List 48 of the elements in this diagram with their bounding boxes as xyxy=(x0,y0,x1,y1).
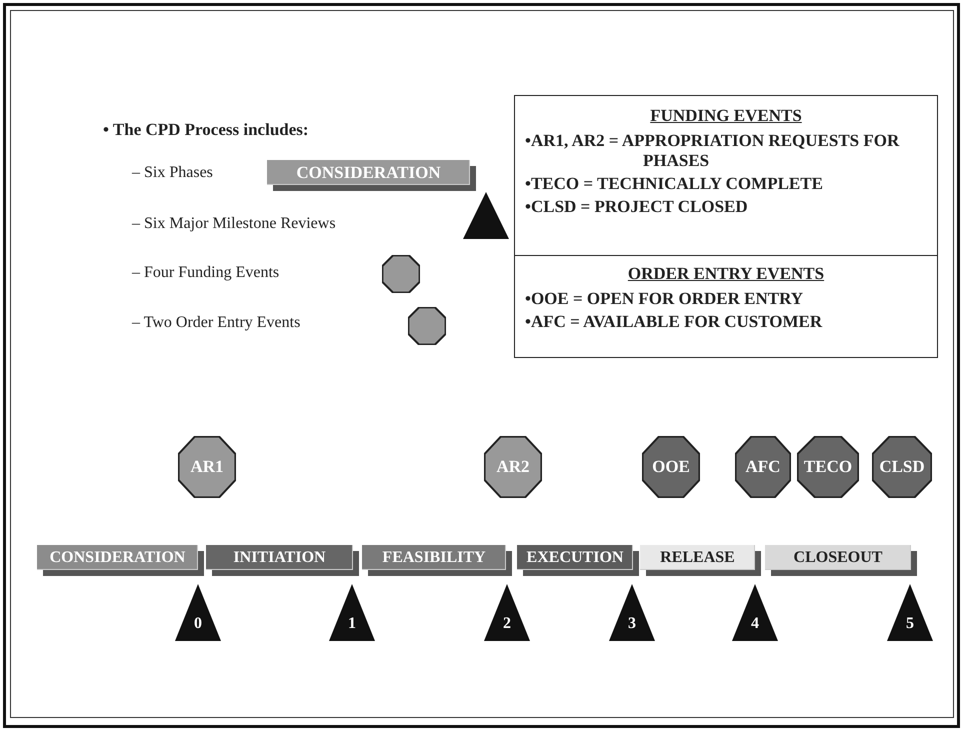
list-item: – Six Phases xyxy=(132,164,213,182)
octagon-symbol xyxy=(408,307,446,345)
milestone-number: 3 xyxy=(627,615,637,633)
milestone-triangle xyxy=(484,584,530,641)
funding-event-octagon xyxy=(797,436,859,498)
list-item: – Six Major Milestone Reviews xyxy=(132,215,336,233)
milestone-triangle xyxy=(887,584,933,641)
phase-bar: CONSIDERATION xyxy=(37,545,198,570)
milestone-number: 2 xyxy=(502,615,512,633)
octagon-label: OOE xyxy=(651,457,691,477)
triangle-symbol xyxy=(463,192,509,239)
milestone-number: 0 xyxy=(193,615,203,633)
definition-line: •OOE = OPEN FOR ORDER ENTRY xyxy=(525,289,804,309)
phase-bar: CONSIDERATION xyxy=(267,160,470,185)
octagon-label: AR2 xyxy=(495,457,531,477)
funding-event-octagon xyxy=(642,436,700,498)
definition-line: •AFC = AVAILABLE FOR CUSTOMER xyxy=(525,312,824,332)
panel-heading: ORDER ENTRY EVENTS xyxy=(626,264,826,284)
octagon-label: TECO xyxy=(802,457,854,477)
funding-event-octagon xyxy=(178,436,236,498)
phase-bar: RELEASE xyxy=(640,545,755,570)
milestone-number: 1 xyxy=(347,615,357,633)
milestone-triangle xyxy=(609,584,655,641)
definition-line: •CLSD = PROJECT CLOSED xyxy=(525,197,749,217)
funding-event-octagon xyxy=(872,436,932,498)
phase-bar: EXECUTION xyxy=(517,545,633,570)
definition-line: •AR1, AR2 = APPROPRIATION REQUESTS FOR PHASES xyxy=(525,131,900,171)
list-item: – Four Funding Events xyxy=(132,264,280,282)
milestone-triangle xyxy=(329,584,375,641)
milestone-number: 5 xyxy=(905,615,915,633)
list-item: – Two Order Entry Events xyxy=(132,314,300,332)
octagon-label: CLSD xyxy=(878,457,926,477)
heading: • The CPD Process includes: xyxy=(103,120,309,140)
milestone-number: 4 xyxy=(750,615,760,633)
milestone-triangle xyxy=(175,584,221,641)
definition-line: •TECO = TECHNICALLY COMPLETE xyxy=(525,174,824,194)
octagon-symbol xyxy=(382,255,420,293)
funding-event-octagon xyxy=(735,436,791,498)
phase-bar: CLOSEOUT xyxy=(765,545,911,570)
funding-event-octagon xyxy=(484,436,542,498)
phase-bar: FEASIBILITY xyxy=(362,545,506,570)
phase-bar: INITIATION xyxy=(206,545,353,570)
definition-panel xyxy=(514,95,938,256)
milestone-triangle xyxy=(732,584,778,641)
panel-heading: FUNDING EVENTS xyxy=(649,106,803,126)
octagon-label: AFC xyxy=(744,457,782,477)
octagon-label: AR1 xyxy=(189,457,225,477)
definition-panel xyxy=(514,255,938,358)
